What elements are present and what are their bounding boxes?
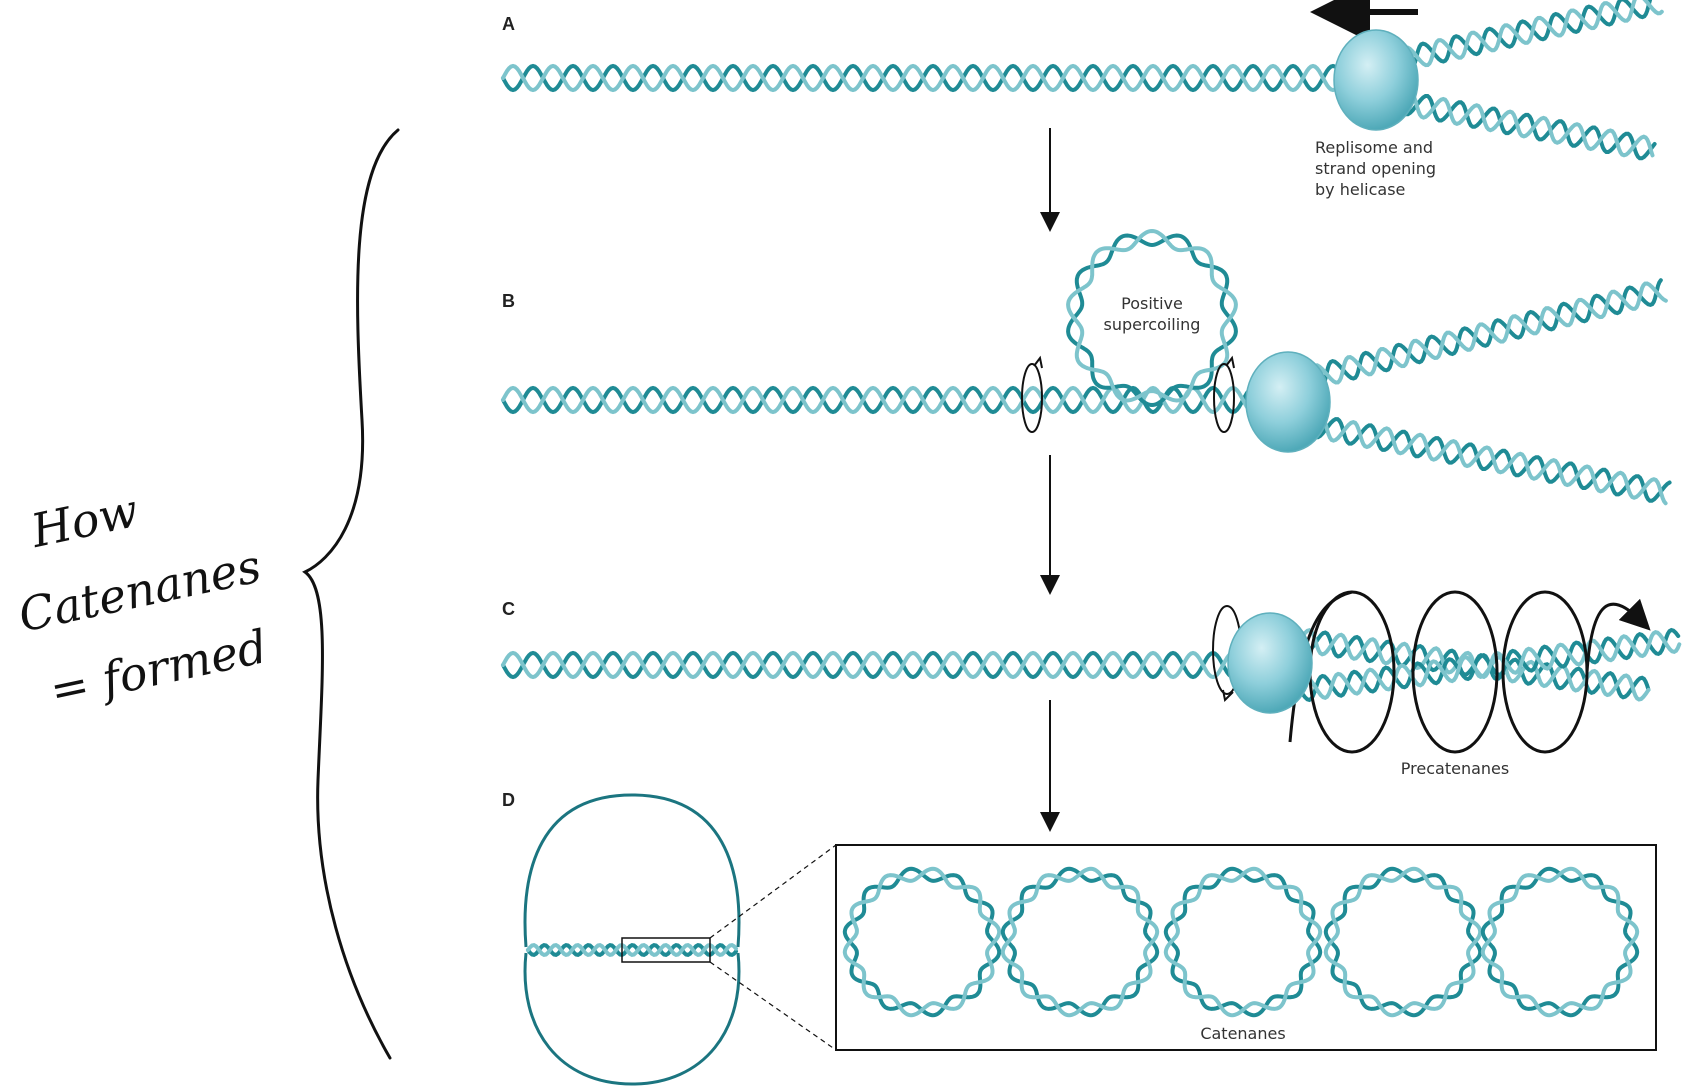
daughter-duplex-a-upper <box>1398 0 1664 72</box>
panel-b-dna-strands <box>501 278 1672 506</box>
rotation-arrow-left <box>1021 355 1043 433</box>
plasmid-bottom-circle <box>523 952 741 1086</box>
handwritten-brace <box>302 128 400 1060</box>
parental-duplex-a <box>501 63 1341 93</box>
handwritten-note: How Catenanes = formed <box>14 483 272 718</box>
daughter-duplex-c-b <box>1298 627 1682 703</box>
plasmid-top-circle <box>523 793 741 948</box>
handwritten-line-1: How <box>26 483 143 558</box>
coil-start <box>1288 590 1353 743</box>
parental-duplex-b <box>501 385 1251 415</box>
precatenanes-caption: Precatenanes <box>1401 759 1509 778</box>
plasmid-twist <box>526 942 738 958</box>
catenane-ring-2 <box>1000 866 1160 1018</box>
precatenane-coil <box>1288 590 1651 754</box>
panel-a: Replisome and strand opening by helicase <box>501 0 1664 199</box>
zoom-line-bottom <box>709 961 837 1051</box>
catenanes-caption: Catenanes <box>1200 1024 1285 1043</box>
panel-c: Precatenanes <box>501 590 1682 778</box>
replisome-caption-line-1: Replisome and <box>1315 138 1433 157</box>
daughter-duplex-b-upper <box>1308 278 1668 389</box>
zoom-line-top <box>709 844 837 939</box>
supercoiling-caption-line-1: Positive <box>1121 294 1183 313</box>
panel-a-dna-strands <box>501 0 1664 161</box>
daughter-duplex-b-lower <box>1308 413 1672 506</box>
catenane-ring-1 <box>842 866 1002 1018</box>
panel-label-a: A <box>502 14 515 34</box>
catenane-chain <box>842 866 1640 1018</box>
daughter-duplex-a-lower <box>1398 90 1657 161</box>
plasmid-intertwined-region <box>526 942 738 958</box>
panel-c-dna-strands <box>501 627 1682 703</box>
zoom-box-small <box>621 937 711 963</box>
replisome-a <box>1333 29 1419 131</box>
coil-end-arrow <box>1585 598 1651 673</box>
panel-b: Positive supercoiling <box>501 228 1672 506</box>
replisome-caption-line-2: strand opening <box>1315 159 1436 178</box>
catenane-ring-5 <box>1480 866 1640 1018</box>
catenane-ring-4 <box>1323 866 1483 1018</box>
panel-label-c: C <box>502 599 515 619</box>
panel-label-d: D <box>502 790 515 810</box>
rotation-arrow-right <box>1213 355 1235 433</box>
catenane-ring-3 <box>1163 866 1323 1018</box>
parental-duplex-c <box>501 650 1241 680</box>
supercoiling-caption-line-2: supercoiling <box>1104 315 1201 334</box>
panel-d: Catenanes <box>523 793 1657 1086</box>
handwritten-line-3: = formed <box>45 619 272 718</box>
replisome-b <box>1245 351 1331 453</box>
replisome-c <box>1227 612 1313 714</box>
coil-turn <box>1411 590 1499 754</box>
replisome-caption-line-3: by helicase <box>1315 180 1405 199</box>
supercoil-loop-helix <box>1066 228 1238 408</box>
panel-label-b: B <box>502 291 515 311</box>
positive-supercoil-loop <box>1066 228 1238 408</box>
